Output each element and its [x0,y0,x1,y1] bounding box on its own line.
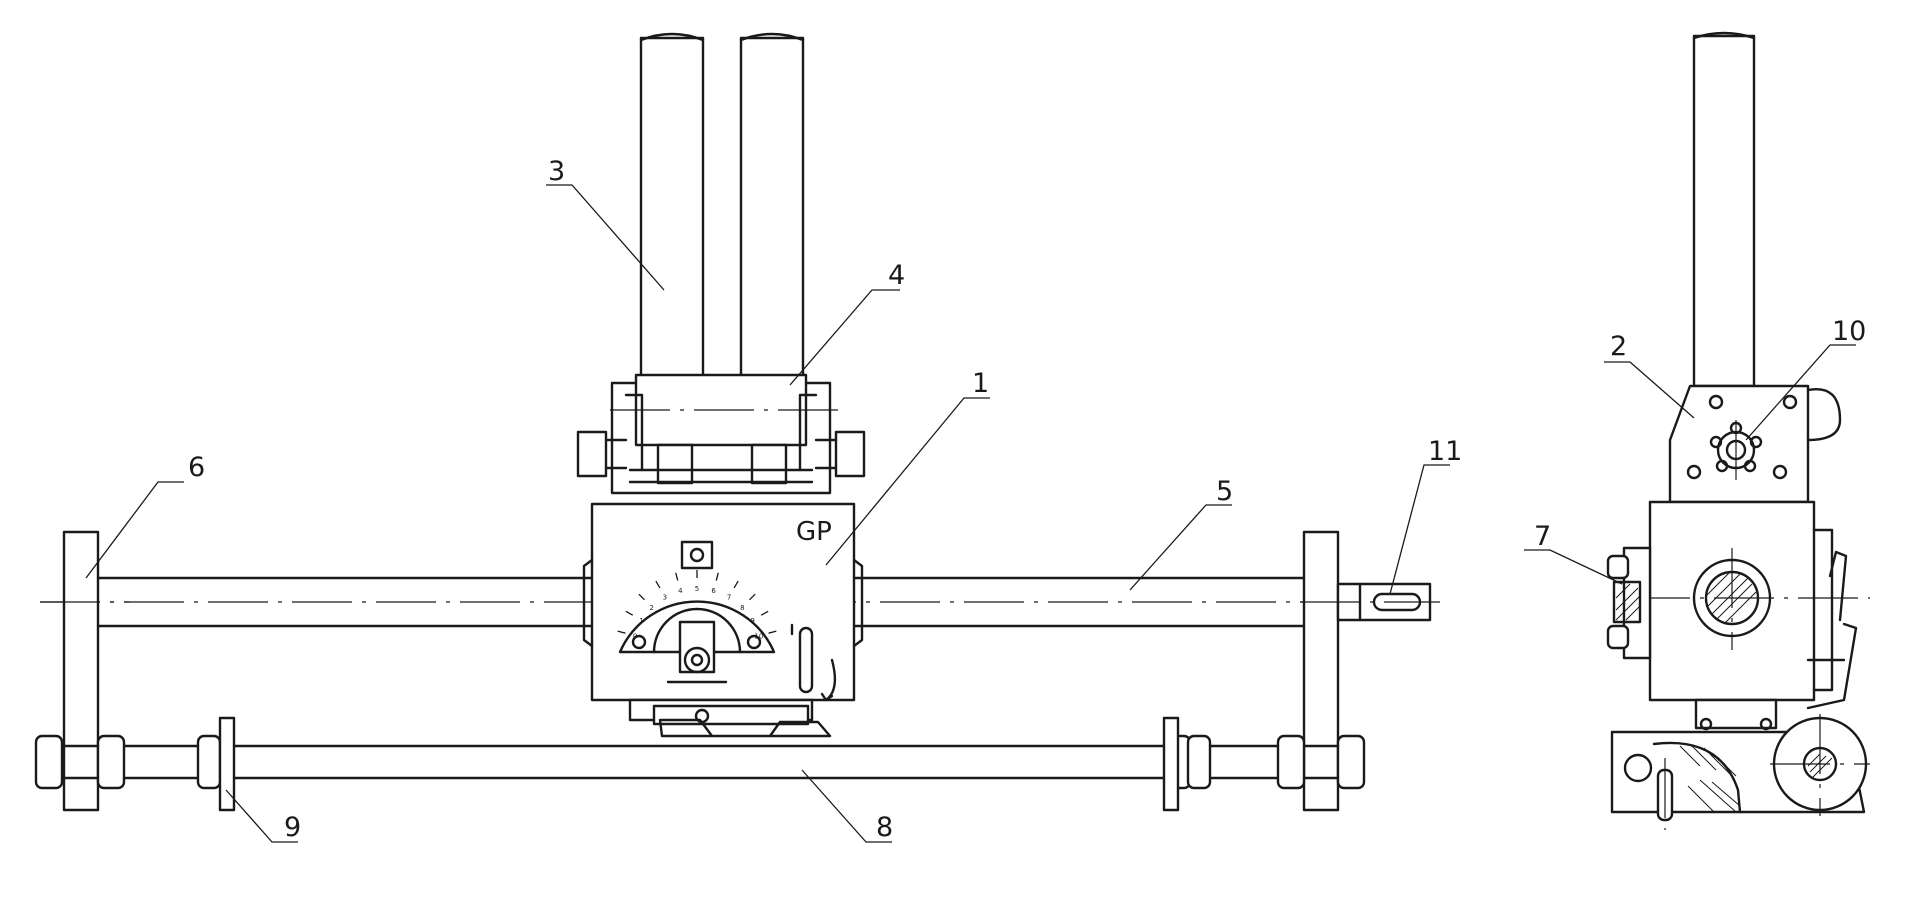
callout-4: 4 [888,260,905,291]
tie-rod [38,744,1362,780]
dial-tick [617,630,626,634]
dial-tick [655,580,661,589]
dial-tick [760,610,769,616]
dial-tick-label: 10 [754,633,763,641]
dial-tick-label: 7 [727,594,731,602]
callout-9: 9 [284,812,301,843]
body-marking: GP [796,517,832,547]
dial-tick [733,580,739,589]
side-clamp [1606,546,1652,660]
lower-hatch [1679,743,1741,813]
shaft-end [1300,582,1440,622]
callout-7: 7 [1534,521,1551,552]
dial-tick-label: 9 [750,617,754,625]
callout-8: 8 [876,812,893,843]
roller [1770,714,1870,816]
shaft-section-hatch [1705,571,1757,625]
rod-clamp [576,373,866,495]
dial-tick-label: 4 [678,587,683,595]
dial-tick [768,630,777,634]
dial-tick-label: 6 [711,587,716,595]
callout-10: 10 [1832,316,1866,347]
dial-tick [675,572,679,581]
vertical-rods [639,32,805,380]
dial-tick [638,593,645,601]
star-knob [1709,420,1763,482]
side-view [1524,31,1870,830]
left-end-plate [40,530,130,812]
callout-labels: 1 2 3 4 5 6 7 8 9 10 11 GP [188,156,1866,843]
leader-lines-side [1524,344,1856,585]
dial-tick-label: 5 [695,585,699,593]
dial-tick-label: 8 [740,604,744,612]
callout-1: 1 [972,368,989,399]
dial-tick [715,572,719,581]
leader-lines-front [85,184,1450,843]
callout-5: 5 [1216,476,1233,507]
callout-11: 11 [1428,436,1462,467]
dial-tick [625,610,634,616]
body-side [1630,500,1870,702]
dial-tick [749,593,756,601]
right-end-plate [1302,530,1340,812]
dial-tick-label: 2 [649,604,653,612]
callout-2: 2 [1610,331,1627,362]
dial-tick-label: 0 [633,633,637,641]
dial-tick-label: 1 [639,617,643,625]
washers [218,716,1180,812]
upper-bracket [1668,384,1842,504]
callout-6: 6 [188,452,205,483]
dial-tick-label: 3 [663,594,667,602]
callout-3: 3 [548,156,565,187]
clamp-hatch [1615,583,1641,621]
tie-rod-nuts [34,734,1366,790]
